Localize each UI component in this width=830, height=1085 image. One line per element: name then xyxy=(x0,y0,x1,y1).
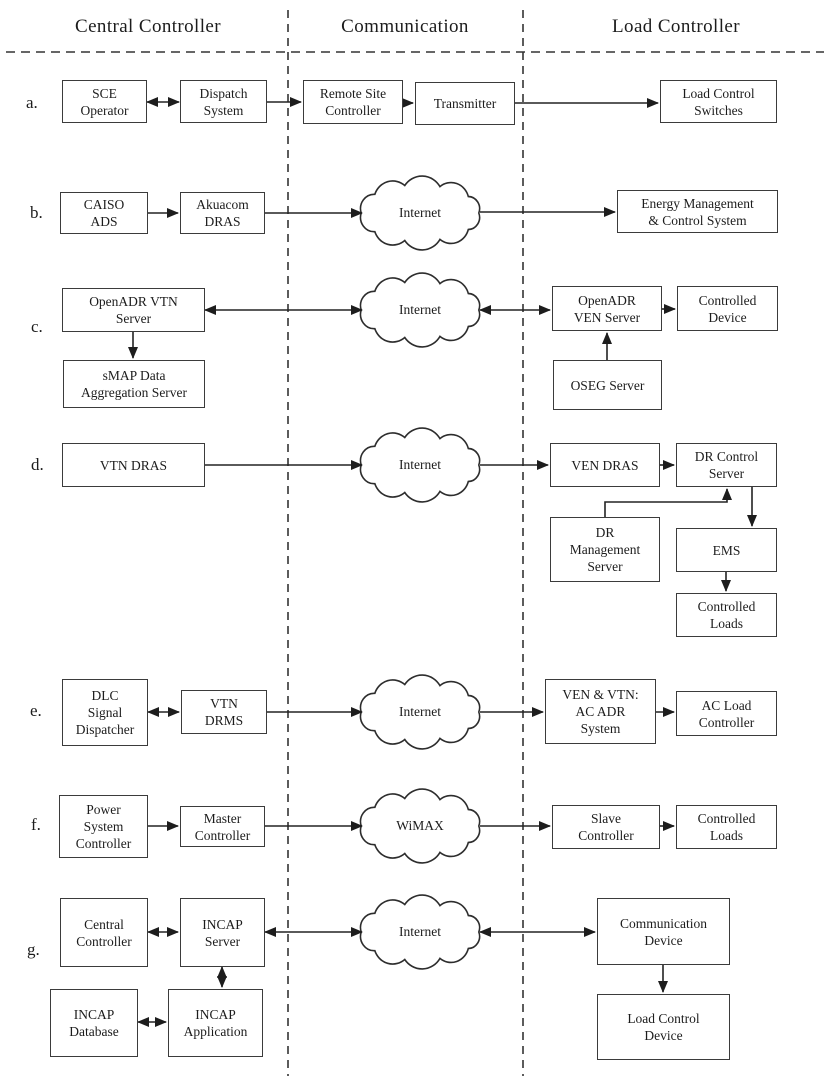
box-openadr-ven-server: OpenADR VEN Server xyxy=(552,286,662,331)
row-label-g: g. xyxy=(27,940,40,959)
box-controlled-loads-d: Controlled Loads xyxy=(676,593,777,637)
box-ven-vtn-ac-adr-system: VEN & VTN: AC ADR System xyxy=(545,679,656,744)
box-controlled-device: Controlled Device xyxy=(677,286,778,331)
box-incap-server: INCAP Server xyxy=(180,898,265,967)
box-energy-management-control-system: Energy Management & Control System xyxy=(617,190,778,233)
box-oseg-server: OSEG Server xyxy=(553,360,662,410)
internet-cloud-label: Internet xyxy=(399,457,441,472)
row-label-b: b. xyxy=(30,203,43,222)
box-power-system-controller: Power System Controller xyxy=(59,795,148,858)
box-controlled-loads-f: Controlled Loads xyxy=(676,805,777,849)
box-caiso-ads: CAISO ADS xyxy=(60,192,148,234)
box-incap-application: INCAP Application xyxy=(168,989,263,1057)
box-vtn-drms: VTN DRMS xyxy=(181,690,267,734)
box-dr-control-server: DR Control Server xyxy=(676,443,777,487)
internet-cloud-label: Internet xyxy=(399,205,441,220)
box-central-controller: Central Controller xyxy=(60,898,148,967)
box-ven-dras: VEN DRAS xyxy=(550,443,660,487)
column-header-communication: Communication xyxy=(341,16,469,37)
box-dr-management-server: DR Management Server xyxy=(550,517,660,582)
internet-cloud-label: Internet xyxy=(399,302,441,317)
box-ac-load-controller: AC Load Controller xyxy=(676,691,777,736)
box-load-control-switches: Load Control Switches xyxy=(660,80,777,123)
box-dispatch-system: Dispatch System xyxy=(180,80,267,123)
box-master-controller: Master Controller xyxy=(180,806,265,847)
internet-cloud-label: Internet xyxy=(399,704,441,719)
box-incap-database: INCAP Database xyxy=(50,989,138,1057)
box-slave-controller: Slave Controller xyxy=(552,805,660,849)
box-load-control-device: Load Control Device xyxy=(597,994,730,1060)
box-dlc-signal-dispatcher: DLC Signal Dispatcher xyxy=(62,679,148,746)
column-header-load-controller: Load Controller xyxy=(612,16,740,37)
column-header-central-controller: Central Controller xyxy=(75,16,221,37)
row-label-f: f. xyxy=(31,815,41,834)
box-smap-data-aggregation-server: sMAP Data Aggregation Server xyxy=(63,360,205,408)
wimax-cloud-label: WiMAX xyxy=(396,818,444,833)
box-transmitter: Transmitter xyxy=(415,82,515,125)
box-akuacom-dras: Akuacom DRAS xyxy=(180,192,265,234)
box-communication-device: Communication Device xyxy=(597,898,730,965)
box-vtn-dras: VTN DRAS xyxy=(62,443,205,487)
row-label-d: d. xyxy=(31,455,44,474)
row-label-e: e. xyxy=(30,701,42,720)
box-openadr-vtn-server: OpenADR VTN Server xyxy=(62,288,205,332)
row-label-c: c. xyxy=(31,317,43,336)
internet-cloud-label: Internet xyxy=(399,924,441,939)
box-sce-operator: SCE Operator xyxy=(62,80,147,123)
box-remote-site-controller: Remote Site Controller xyxy=(303,80,403,124)
row-label-a: a. xyxy=(26,93,38,112)
box-ems: EMS xyxy=(676,528,777,572)
